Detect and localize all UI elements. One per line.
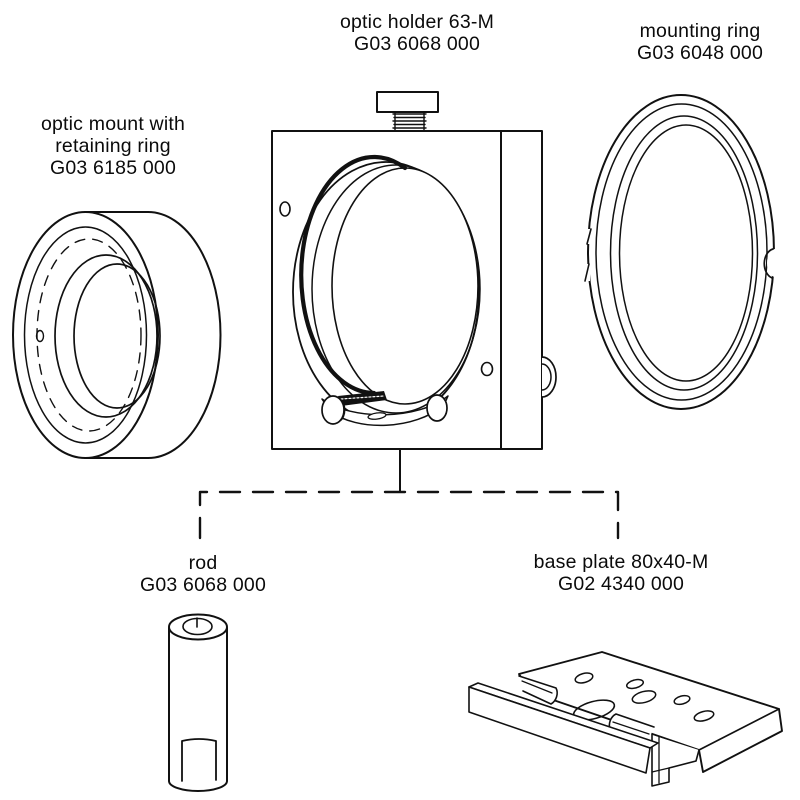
label-mounting-ring: mounting ring G03 6048 000 <box>600 20 800 64</box>
label-rod: rod G03 6068 000 <box>103 552 303 596</box>
mounting-ring-name: mounting ring <box>639 20 761 42</box>
rod-code: G03 6068 000 <box>139 574 266 596</box>
base-plate-drawing <box>468 651 783 787</box>
connector-lines <box>198 448 620 540</box>
base-plate-code: G02 4340 000 <box>557 573 684 595</box>
optic-mount-name-line2: retaining ring <box>55 135 171 157</box>
optic-mount-code: G03 6185 000 <box>49 157 176 179</box>
rod-drawing <box>168 613 228 792</box>
label-base-plate: base plate 80x40-M G02 4340 000 <box>481 551 761 595</box>
base-plate-name: base plate 80x40-M <box>533 551 709 573</box>
mounting-ring-drawing <box>582 94 783 410</box>
optic-mount-name-line1: optic mount with <box>40 113 186 135</box>
label-optic-holder: optic holder 63-M G03 6068 000 <box>297 11 537 55</box>
optic-holder-code: G03 6068 000 <box>353 33 480 55</box>
mounting-ring-code: G03 6048 000 <box>636 42 763 64</box>
rod-name: rod <box>188 552 218 574</box>
optic-holder-name: optic holder 63-M <box>339 11 495 33</box>
label-optic-mount: optic mount with retaining ring G03 6185… <box>13 113 213 179</box>
optic-mount-drawing <box>12 210 222 460</box>
optic-holder-drawing <box>271 91 557 450</box>
